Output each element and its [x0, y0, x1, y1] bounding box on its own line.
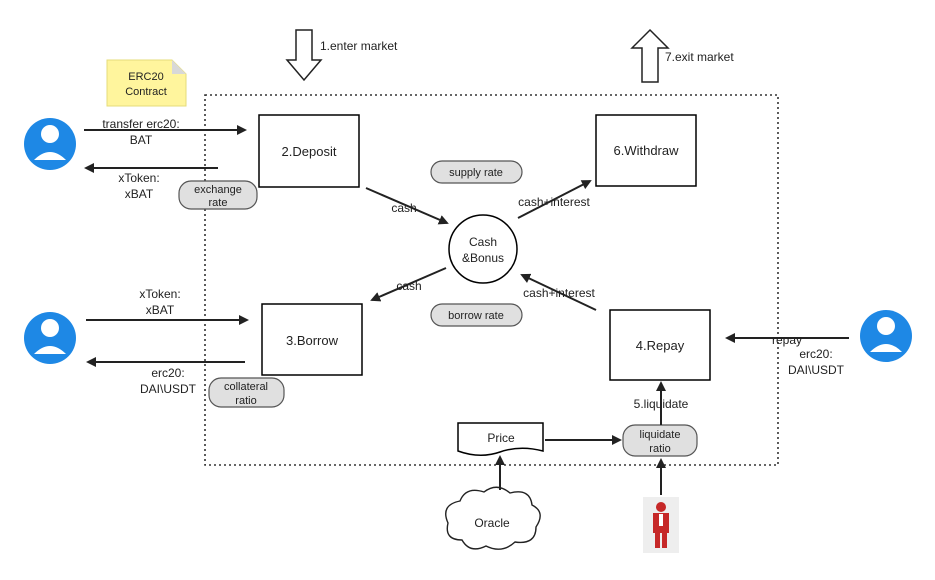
- collateral-ratio-line2: ratio: [235, 395, 256, 407]
- pool-line2: &Bonus: [462, 251, 504, 265]
- cash-interest-in-arrow: [520, 273, 597, 311]
- user-icon: [24, 312, 76, 364]
- withdraw-box: [595, 114, 697, 187]
- borrow-rate-pill: [430, 303, 523, 327]
- supply-rate-label: supply rate: [449, 167, 503, 179]
- cash-out-arrow: [370, 267, 447, 302]
- cash-out-label: cash: [396, 279, 421, 293]
- market-boundary: [204, 94, 779, 466]
- deposit-box: [258, 114, 360, 188]
- oracle-cloud: [445, 486, 541, 550]
- borrow-box: [261, 303, 363, 376]
- supply-rate-pill: [430, 160, 523, 184]
- cash-interest-out-arrow: [517, 180, 592, 219]
- borrow-rate-label: borrow rate: [448, 310, 504, 322]
- pool-line1: Cash: [469, 235, 497, 249]
- cash-interest-in-label: cash+interest: [523, 286, 595, 300]
- exchange-rate-line1: exchange: [194, 184, 242, 196]
- collateral-ratio-pill: [208, 377, 285, 408]
- liquidator-icon: [643, 497, 679, 553]
- repay-box: [609, 309, 711, 381]
- erc20-out-line2: DAI\USDT: [140, 382, 197, 396]
- erc20-contract-note: ERC20 Contract: [106, 59, 187, 107]
- oracle-label: Oracle: [474, 516, 510, 530]
- exchange-rate-pill: [178, 180, 258, 210]
- enter-market-arrow: 1.enter market: [285, 29, 398, 82]
- user-icon: [24, 118, 76, 170]
- transfer-label-line2: BAT: [130, 133, 153, 147]
- enter-market-label: 1.enter market: [320, 39, 398, 53]
- liquidate-ratio-line2: ratio: [649, 443, 670, 455]
- exit-market-label: 7.exit market: [665, 50, 734, 64]
- exchange-rate-line2: rate: [209, 197, 228, 209]
- xtoken-out-line2: xBAT: [125, 187, 154, 201]
- borrow-label: 3.Borrow: [286, 333, 339, 348]
- deposit-label: 2.Deposit: [282, 144, 337, 159]
- liquidate-label: 5.liquidate: [634, 397, 689, 411]
- note-line2: Contract: [125, 86, 167, 98]
- repay-edge-label: repay: [772, 333, 802, 347]
- xtoken-in-line2: xBAT: [146, 303, 175, 317]
- cash-in-label: cash: [391, 201, 416, 215]
- collateral-ratio-line1: collateral: [224, 381, 268, 393]
- user-icon: [860, 310, 912, 362]
- xtoken-in-line1: xToken:: [139, 287, 180, 301]
- price-label: Price: [487, 431, 515, 445]
- repay-token-line2: DAI\USDT: [788, 363, 845, 377]
- liquidate-ratio-line1: liquidate: [640, 429, 681, 441]
- cash-bonus-pool: [448, 214, 518, 284]
- repay-token-line1: erc20:: [799, 347, 832, 361]
- cash-interest-out-label: cash+interest: [518, 195, 590, 209]
- xtoken-out-line1: xToken:: [118, 171, 159, 185]
- exit-market-arrow: 7.exit market: [630, 28, 734, 83]
- erc20-out-line1: erc20:: [151, 366, 184, 380]
- repay-label: 4.Repay: [636, 338, 685, 353]
- note-line1: ERC20: [128, 71, 163, 83]
- price-document: [457, 422, 544, 456]
- cash-in-arrow: [365, 187, 449, 225]
- withdraw-label: 6.Withdraw: [613, 143, 679, 158]
- transfer-label-line1: transfer erc20:: [102, 117, 179, 131]
